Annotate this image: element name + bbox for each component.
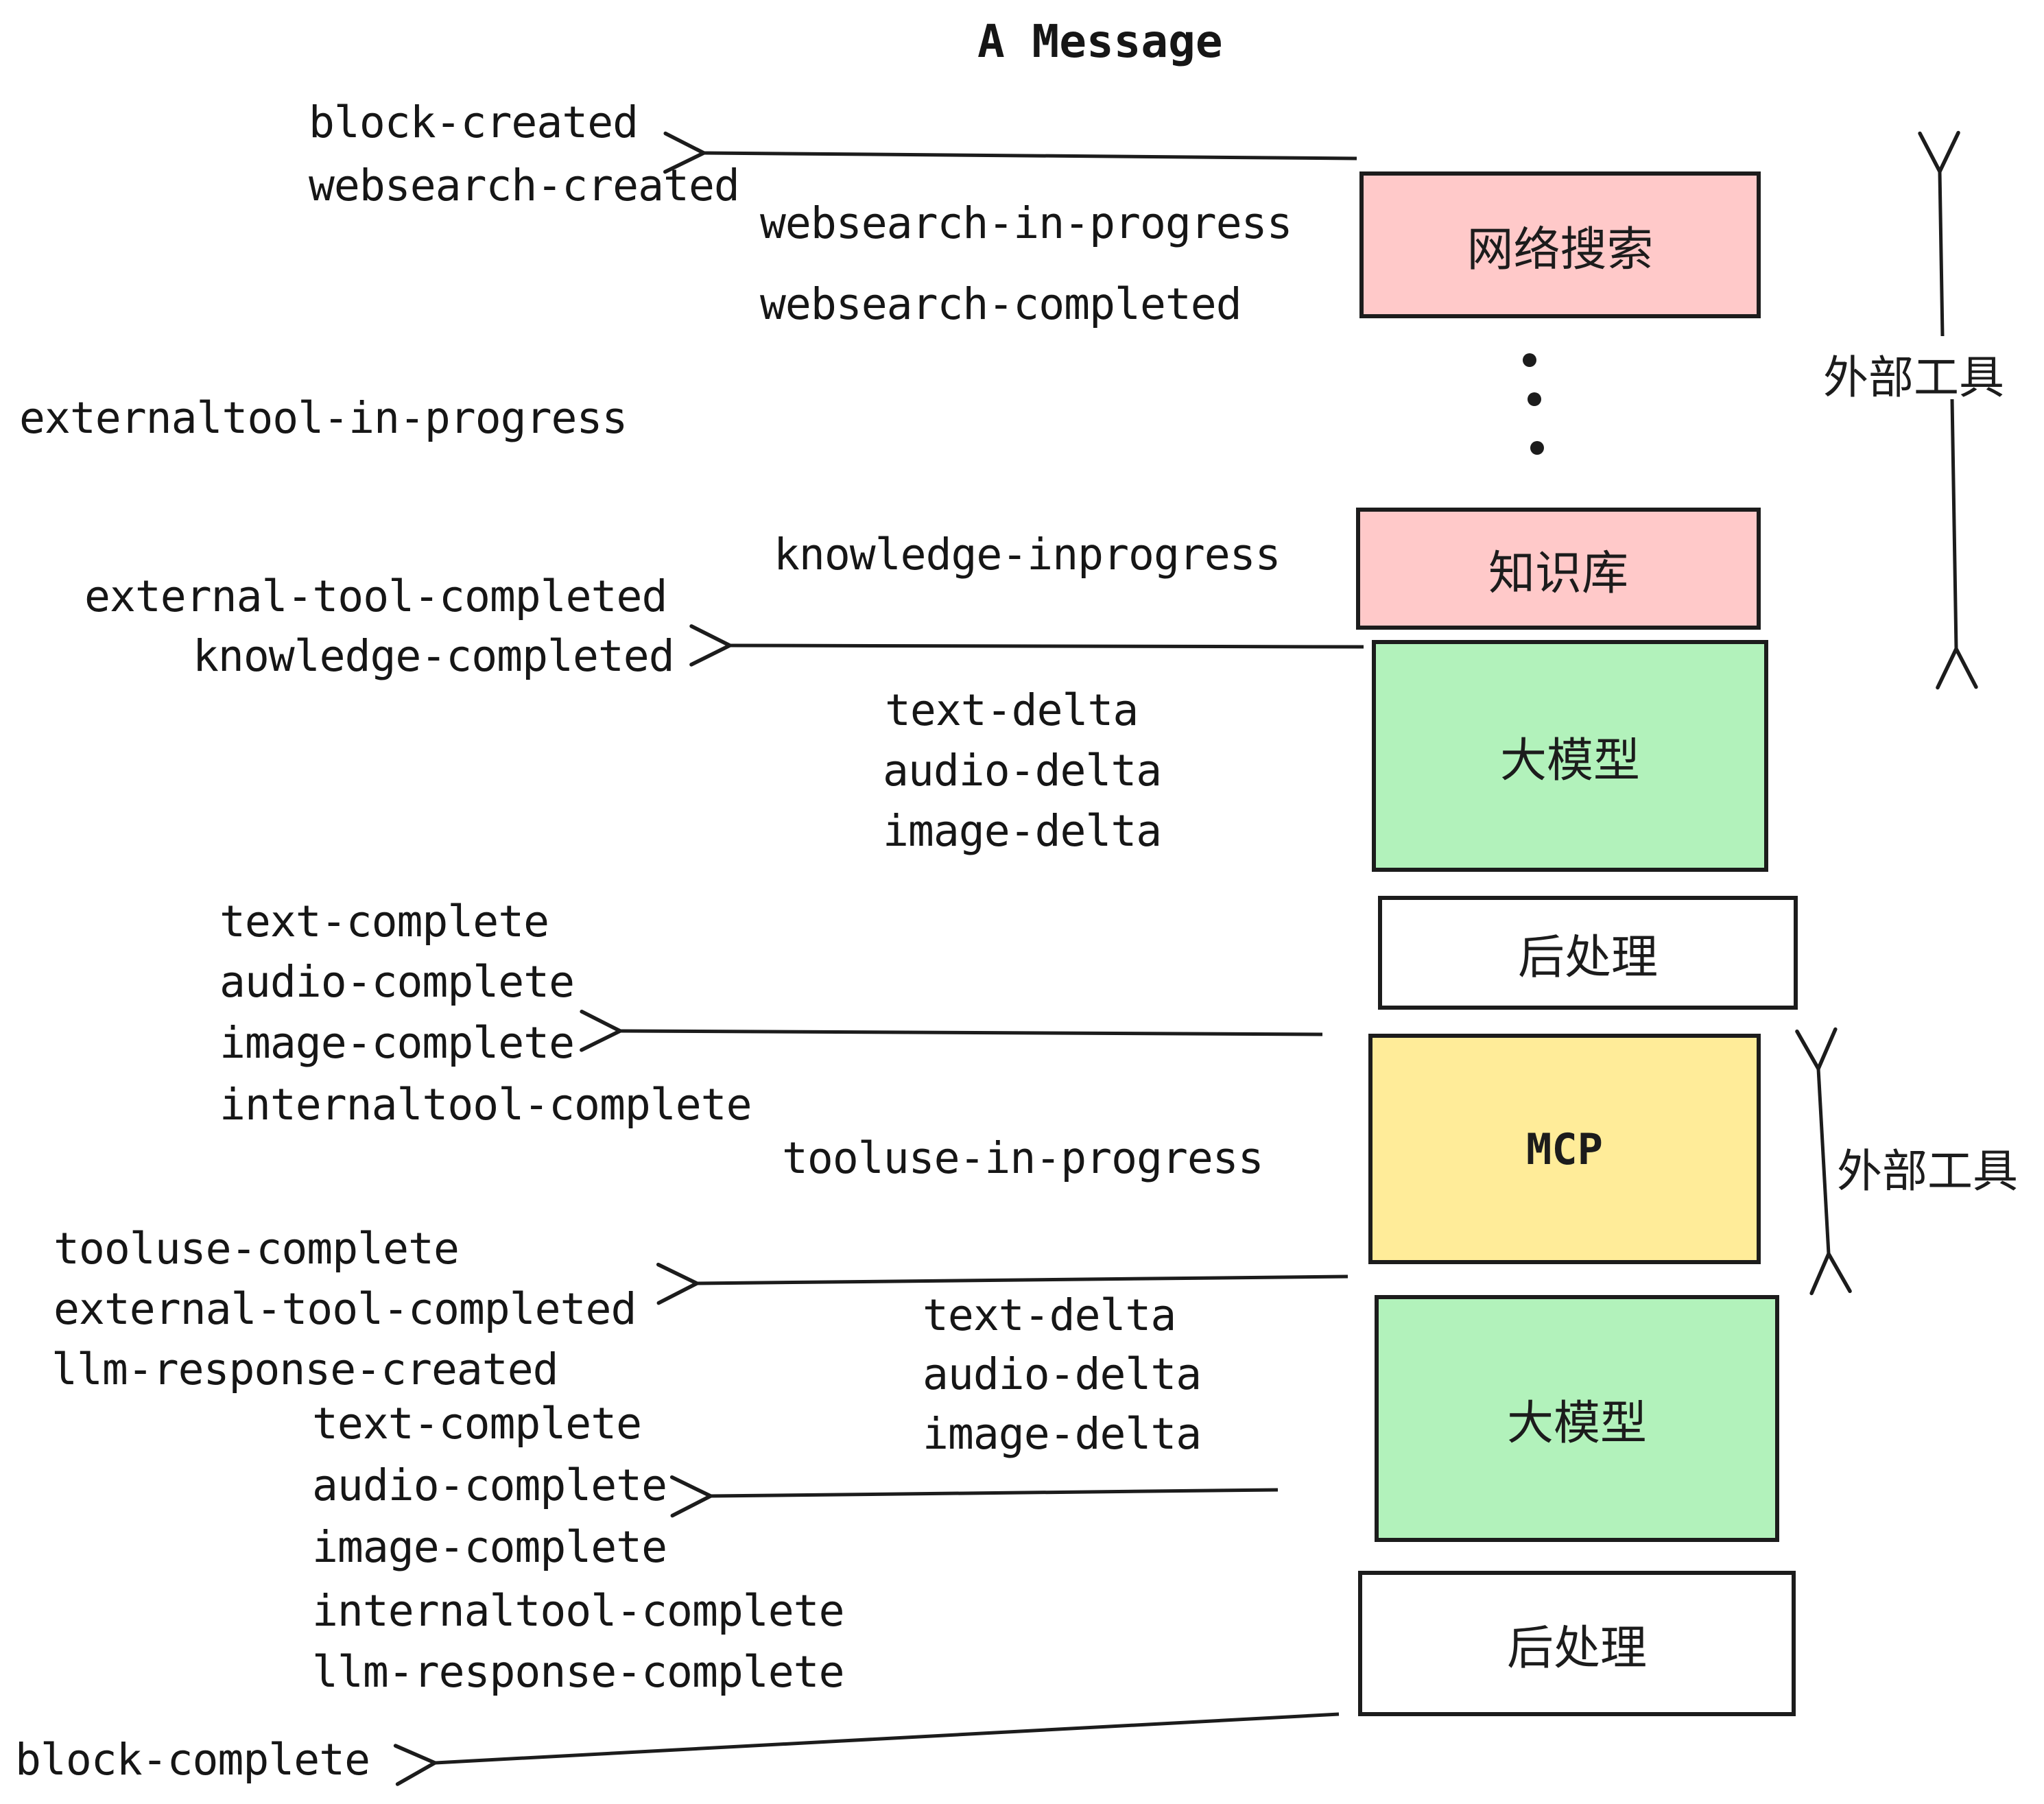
event-image-complete-2: image-complete [312,1522,667,1572]
postprocess-box-top-label: 后处理 [1517,930,1658,985]
websearch-box: 网络搜索 [1359,171,1761,318]
event-audio-delta: audio-delta [883,746,1162,796]
event-knowledge-completed: knowledge-completed [193,631,675,681]
external-tools-annotation-mcp: 外部工具 [1837,1145,2018,1198]
knowledge-box: 知识库 [1356,508,1761,630]
postprocess-box-bottom: 后处理 [1358,1571,1796,1716]
event-image-delta-2: image-delta [923,1409,1202,1459]
event-tooluse-complete: tooluse-complete [54,1224,460,1274]
mcp-box-label: MCP [1526,1124,1603,1174]
mcp-box: MCP [1368,1034,1761,1264]
event-block-complete: block-complete [15,1735,370,1785]
arrow-knowledge-completed [689,624,1364,667]
knowledge-box-label: 知识库 [1488,546,1628,601]
arrow-block-complete [393,1712,1340,1786]
external-tools-span-arrow-down [1936,399,1978,690]
mcp-external-tools-span-arrow [1795,1027,1852,1296]
event-tooluse-in-progress: tooluse-in-progress [782,1133,1264,1183]
event-websearch-completed: websearch-completed [760,279,1242,329]
llm-box-top-label: 大模型 [1499,733,1640,788]
event-llm-response-created: llm-response-created [51,1344,559,1394]
event-internaltool-complete: internaltool-complete [219,1080,752,1130]
event-knowledge-inprogress: knowledge-inprogress [774,530,1281,580]
event-websearch-created: websearch-created [309,161,740,211]
event-text-complete-2: text-complete [312,1399,642,1449]
event-image-complete: image-complete [219,1018,575,1068]
external-tools-annotation-top: 外部工具 [1823,351,2004,404]
event-image-delta: image-delta [883,806,1162,856]
websearch-box-label: 网络搜索 [1466,222,1654,277]
arrow-block-created [663,131,1357,174]
event-external-tool-completed: external-tool-completed [84,571,667,621]
event-audio-complete: audio-complete [219,957,575,1007]
event-text-delta-2: text-delta [923,1290,1176,1340]
diagram-title: A Message [977,15,1223,68]
event-audio-complete-2: audio-complete [312,1460,667,1510]
postprocess-box-top: 后处理 [1378,896,1798,1010]
ellipsis-dot [1530,441,1544,455]
arrow-tooluse-complete [656,1262,1348,1305]
llm-box-top: 大模型 [1372,640,1768,872]
event-text-complete: text-complete [219,897,549,947]
llm-box-bottom: 大模型 [1375,1295,1779,1542]
ellipsis-dot [1523,353,1536,367]
arrow-image-complete [580,1009,1323,1052]
postprocess-box-bottom-label: 后处理 [1506,1621,1647,1676]
event-block-created: block-created [309,97,639,147]
ellipsis-dot [1528,392,1541,406]
event-websearch-in-progress: websearch-in-progress [760,198,1293,248]
event-llm-response-complete: llm-response-complete [312,1647,845,1697]
arrow-audio-complete [669,1475,1279,1518]
event-external-tool-completed-2: external-tool-completed [54,1284,637,1334]
external-tools-span-arrow-up [1918,130,1960,337]
event-text-delta: text-delta [885,685,1139,735]
event-audio-delta-2: audio-delta [923,1349,1202,1399]
event-externaltool-in-progress: externaltool-in-progress [19,393,628,443]
event-internaltool-complete-2: internaltool-complete [312,1586,845,1636]
llm-box-bottom-label: 大模型 [1506,1396,1647,1451]
